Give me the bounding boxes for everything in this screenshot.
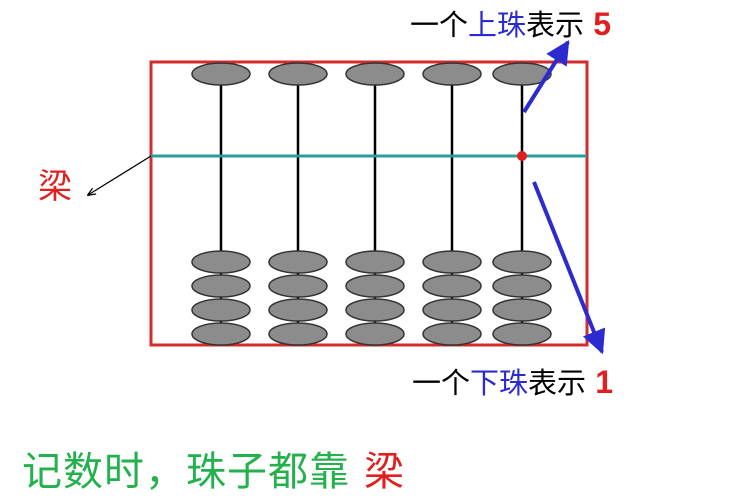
lower-bead bbox=[422, 250, 482, 274]
lower-bead bbox=[191, 322, 251, 346]
beam-label: 梁 bbox=[38, 167, 72, 207]
lower-bead bbox=[191, 274, 251, 298]
lower-bead bbox=[492, 250, 552, 274]
lower-bead bbox=[268, 322, 328, 346]
upper-label-suffix: 表示 bbox=[526, 8, 585, 42]
upper-bead bbox=[345, 62, 405, 86]
lower-bead bbox=[268, 298, 328, 322]
lower-bead-arrow bbox=[532, 181, 606, 355]
abacus-rods bbox=[191, 62, 552, 346]
upper-bead-value: 5 bbox=[593, 6, 612, 42]
upper-label-keyword: 上珠 bbox=[468, 8, 527, 42]
upper-bead bbox=[191, 62, 251, 86]
lower-bead bbox=[345, 322, 405, 346]
footer-highlight: 梁 bbox=[364, 449, 405, 495]
beam-marker-dot bbox=[517, 151, 527, 161]
upper-label-prefix: 一个 bbox=[410, 8, 469, 42]
lower-bead bbox=[422, 322, 482, 346]
lower-bead bbox=[191, 250, 251, 274]
upper-bead bbox=[268, 62, 328, 86]
lower-label-prefix: 一个 bbox=[412, 366, 471, 400]
lower-bead bbox=[422, 274, 482, 298]
lower-bead bbox=[268, 274, 328, 298]
lower-bead bbox=[345, 250, 405, 274]
lower-bead bbox=[492, 322, 552, 346]
lower-bead bbox=[268, 250, 328, 274]
upper-bead-label: 一个上珠表示 5 bbox=[410, 8, 611, 40]
footer-caption: 记数时，珠子都靠梁 bbox=[22, 452, 405, 492]
lower-label-keyword: 下珠 bbox=[470, 366, 529, 400]
lower-label-suffix: 表示 bbox=[528, 366, 587, 400]
lower-bead bbox=[492, 274, 552, 298]
upper-bead-arrow bbox=[522, 39, 570, 114]
lower-bead bbox=[422, 298, 482, 322]
upper-bead bbox=[492, 62, 552, 86]
upper-bead bbox=[422, 62, 482, 86]
beam-pointer-arrow bbox=[88, 155, 152, 195]
lower-bead bbox=[191, 298, 251, 322]
lower-bead bbox=[345, 298, 405, 322]
lower-bead-label: 一个下珠表示 1 bbox=[412, 366, 613, 398]
footer-text: 记数时，珠子都靠 bbox=[22, 449, 350, 495]
lower-bead bbox=[345, 274, 405, 298]
lower-bead-value: 1 bbox=[595, 364, 614, 400]
lower-bead bbox=[492, 298, 552, 322]
